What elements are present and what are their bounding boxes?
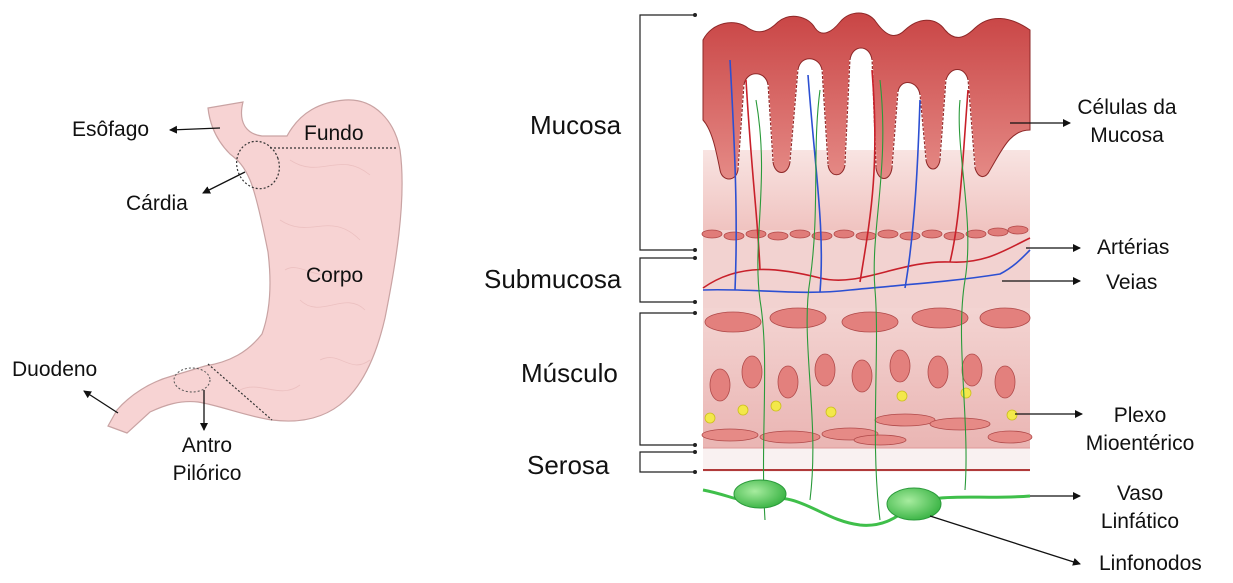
duodeno-arrow bbox=[84, 391, 118, 413]
vaso-label-line2: Linfático bbox=[1085, 508, 1195, 536]
veias-label: Veias bbox=[1106, 271, 1157, 295]
vaso-label: Vaso Linfático bbox=[1085, 480, 1195, 536]
plexo-label: Plexo Mioentérico bbox=[1070, 402, 1210, 458]
fundo-label: Fundo bbox=[304, 122, 364, 146]
submucosa-bracket bbox=[640, 258, 695, 302]
antro-label: Antro Pilórico bbox=[162, 432, 252, 488]
wall-section bbox=[702, 13, 1032, 525]
duodeno-label: Duodeno bbox=[12, 358, 97, 382]
esofago-label: Esôfago bbox=[72, 118, 149, 142]
celulas-label: Células da Mucosa bbox=[1062, 94, 1192, 150]
mucosa-bracket bbox=[640, 15, 695, 250]
submucosa-label: Submucosa bbox=[484, 264, 621, 295]
linfonodos-label: Linfonodos bbox=[1099, 552, 1202, 576]
vaso-label-line1: Vaso bbox=[1085, 480, 1195, 508]
layer-brackets bbox=[640, 15, 695, 472]
musculo-label: Músculo bbox=[521, 358, 618, 389]
lymph-node-2 bbox=[887, 488, 941, 520]
cardia-label: Cárdia bbox=[126, 192, 188, 216]
corpo-label: Corpo bbox=[306, 264, 363, 288]
bracket-dots bbox=[693, 13, 697, 474]
cardia-arrow bbox=[203, 172, 245, 193]
arterias-label: Artérias bbox=[1097, 236, 1169, 260]
linfonodos-arrow bbox=[930, 516, 1080, 564]
antro-label-line1: Antro bbox=[162, 432, 252, 460]
plexo-label-line2: Mioentérico bbox=[1070, 430, 1210, 458]
serosa-label: Serosa bbox=[527, 450, 609, 481]
esofago-arrow bbox=[170, 128, 220, 130]
serosa-bracket bbox=[640, 452, 695, 472]
mucosa-label: Mucosa bbox=[530, 110, 621, 141]
antro-label-line2: Pilórico bbox=[162, 460, 252, 488]
celulas-label-line2: Mucosa bbox=[1062, 122, 1192, 150]
celulas-label-line1: Células da bbox=[1062, 94, 1192, 122]
lymph-node-1 bbox=[734, 480, 786, 508]
musculo-bracket bbox=[640, 313, 695, 445]
serosa-layer bbox=[703, 448, 1030, 472]
plexo-label-line1: Plexo bbox=[1070, 402, 1210, 430]
